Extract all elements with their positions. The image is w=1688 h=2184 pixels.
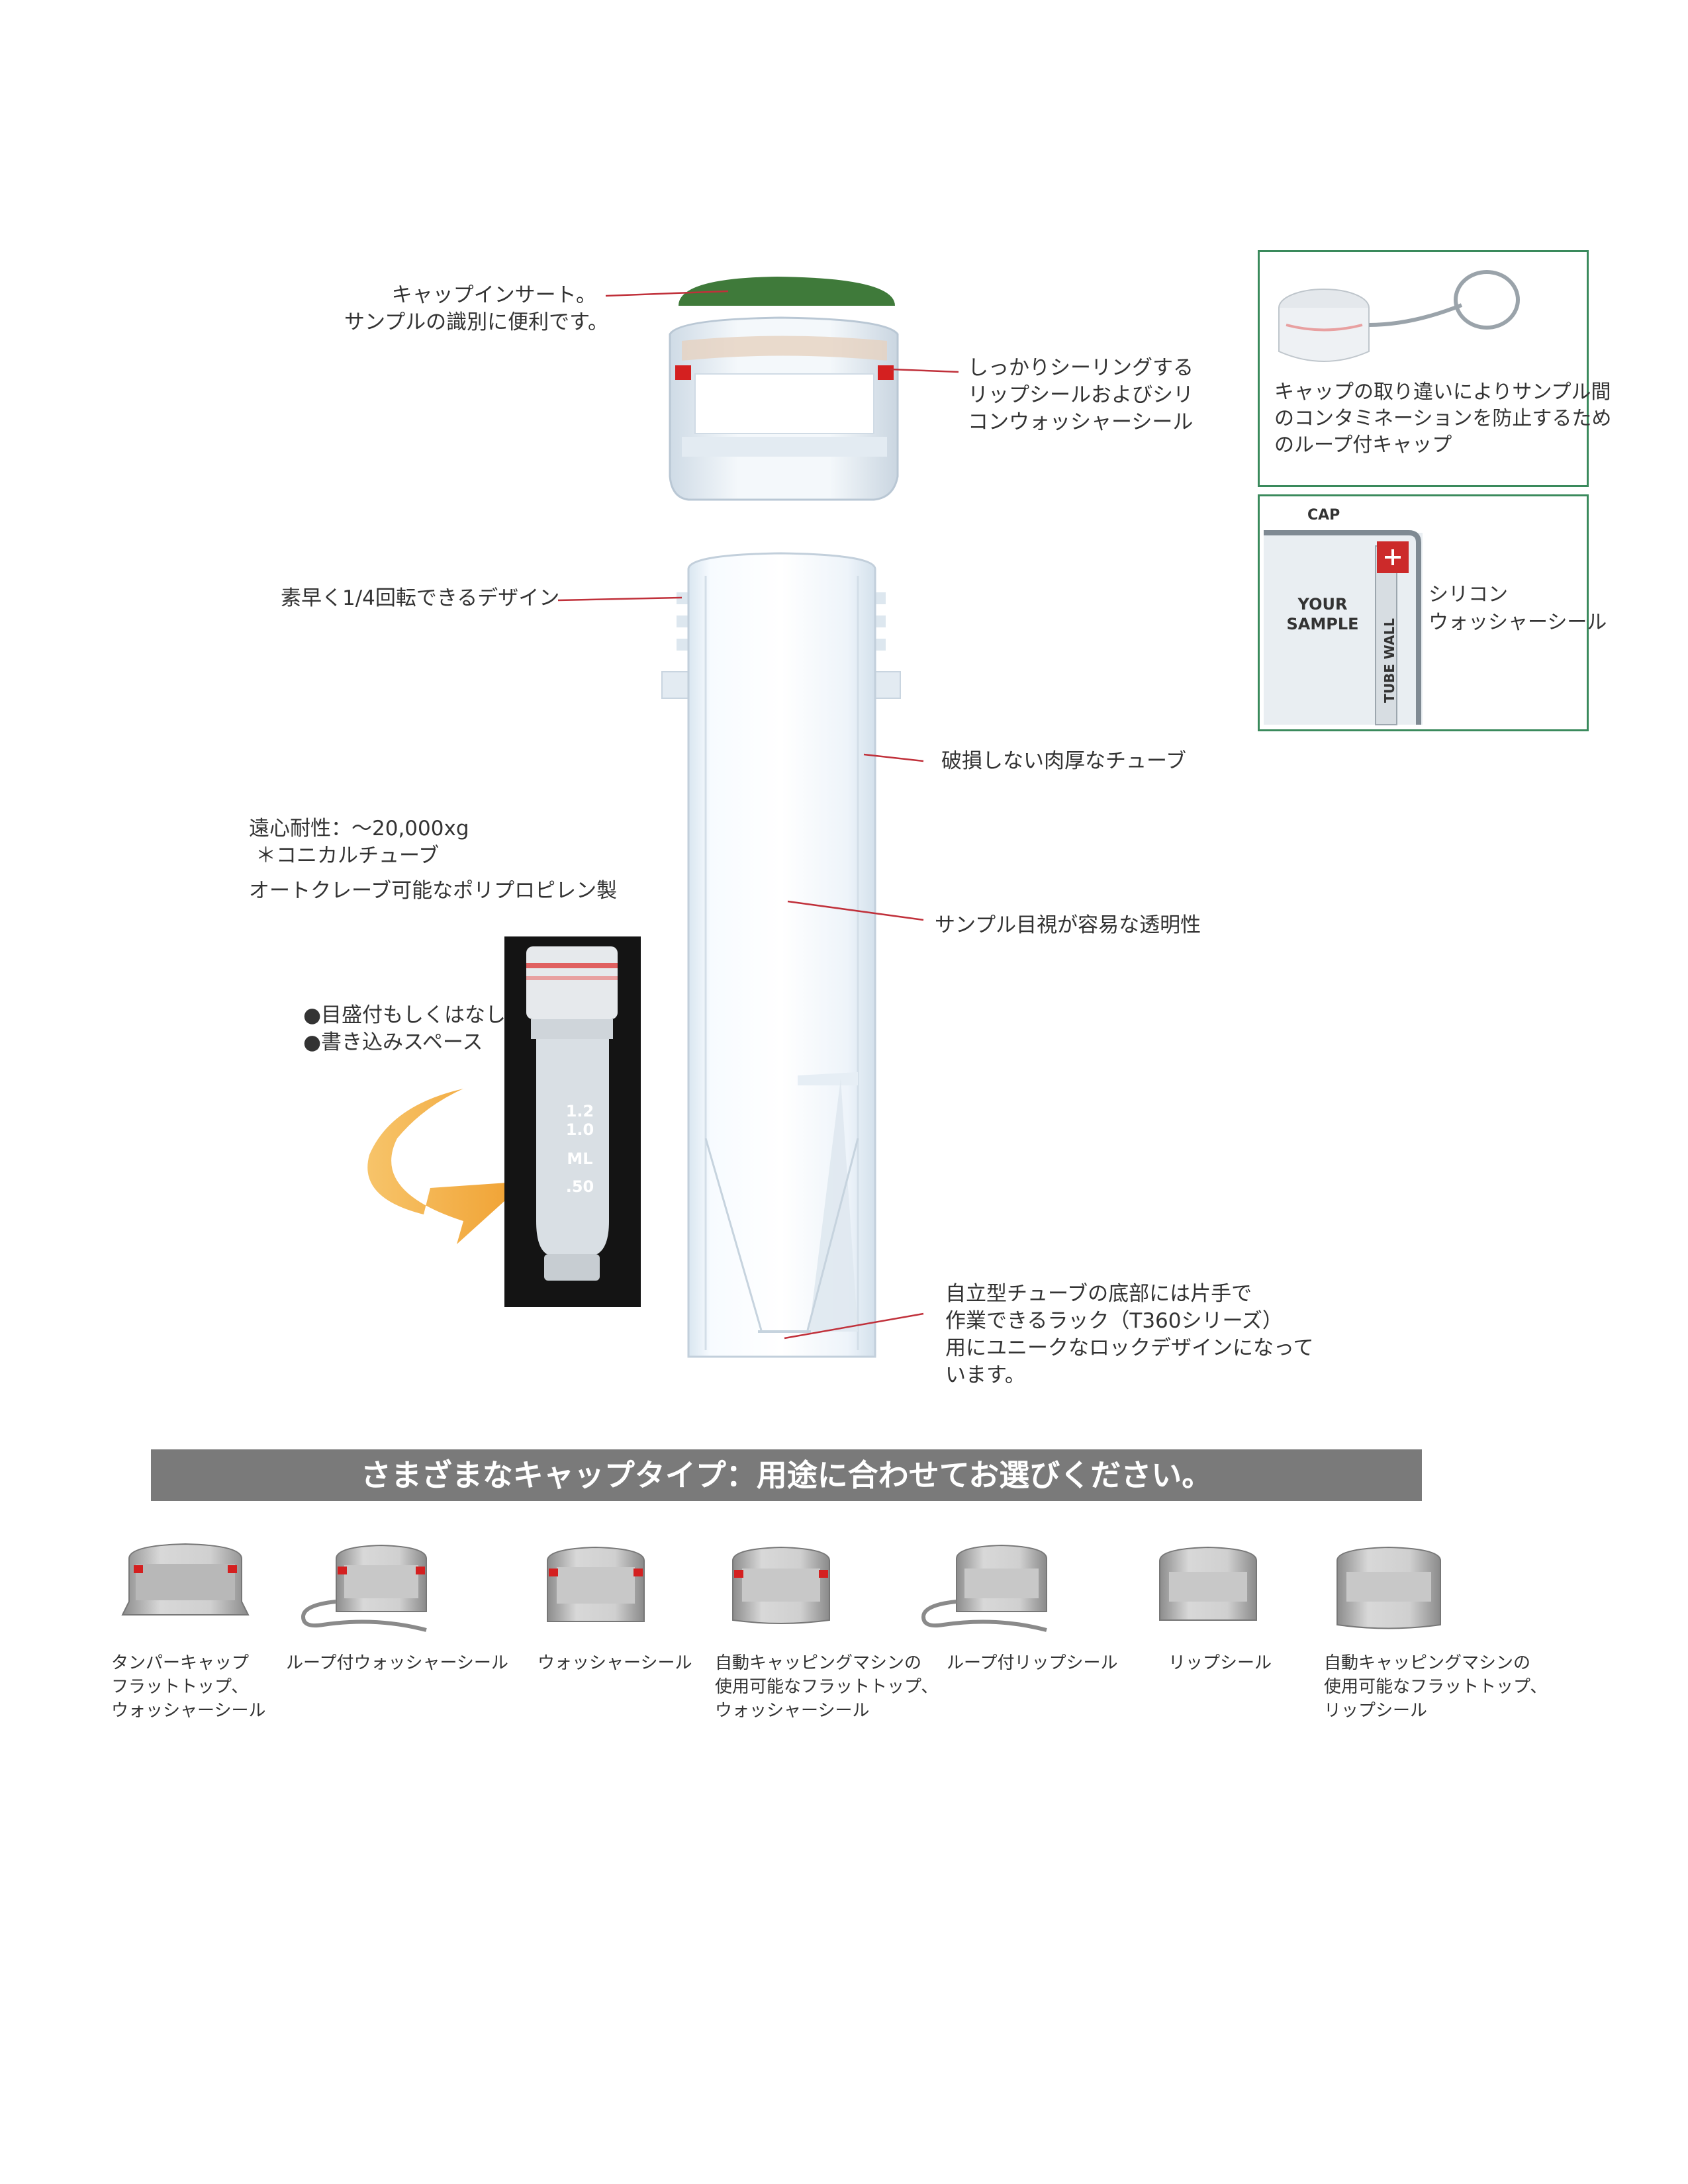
grad-ml: ML bbox=[567, 1150, 593, 1168]
exploded-cap bbox=[669, 316, 899, 501]
cap-type-auto-washer bbox=[725, 1542, 837, 1637]
cap-insert-disc bbox=[679, 277, 895, 306]
centrifuge-label: 遠心耐性：～20,000xg ＊コニカルチューブ bbox=[249, 817, 469, 868]
cap-type-washer bbox=[539, 1542, 652, 1637]
cap-seal-left bbox=[675, 365, 691, 380]
cap-caption-loop-lip: ループ付リップシール bbox=[947, 1653, 1118, 1673]
cap-caption-washer: ウォッシャーシール bbox=[538, 1653, 692, 1673]
self-standing-label: 自立型チューブの底部には片手で 作業できるラック（T360シリーズ） 用にユニー… bbox=[945, 1282, 1314, 1387]
tube-wall-text: TUBE WALL bbox=[1382, 618, 1397, 703]
cap-type-tamper bbox=[119, 1539, 252, 1634]
cap-type-loop-lip bbox=[917, 1539, 1062, 1647]
cap-caption-loop-washer: ループ付ウォッシャーシール bbox=[286, 1653, 508, 1673]
cap-seal-right bbox=[878, 365, 894, 380]
loop-caption-line-1: キャップの取り違いによりサンプル間 bbox=[1274, 381, 1611, 404]
cap-caption-tamper: タンパーキャップ フラットトップ、 ウォッシャーシール bbox=[111, 1653, 266, 1721]
feature-bullets: ●目盛付もしくはなし ●書き込みスペース bbox=[303, 1002, 506, 1056]
cap-insert-label: キャップインサート。 サンプルの識別に便利です。 bbox=[344, 283, 608, 334]
lip-seal-label: しっかりシーリングする リップシールおよびシリ コンウォッシャーシール bbox=[968, 356, 1194, 434]
your-sample-text: YOUR SAMPLE bbox=[1286, 594, 1359, 634]
bullet-writing-space: ●書き込みスペース bbox=[303, 1030, 483, 1054]
cap-text: CAP bbox=[1307, 507, 1340, 523]
cap-caption-auto-lip: 自動キャッピングマシンの 使用可能なフラットトップ、 リップシール bbox=[1324, 1653, 1548, 1721]
cap-caption-auto-washer: 自動キャッピングマシンの 使用可能なフラットトップ、 ウォッシャーシール bbox=[715, 1653, 939, 1721]
your-text: YOUR bbox=[1297, 595, 1348, 614]
tube-photo: 1.2 1.0 ML .50 bbox=[504, 936, 641, 1307]
sample-text: SAMPLE bbox=[1286, 615, 1359, 633]
bullet-graduation: ●目盛付もしくはなし bbox=[303, 1003, 506, 1027]
loop-caption-line-2: のコンタミネーションを防止するため bbox=[1274, 407, 1612, 430]
cap-type-lip bbox=[1152, 1542, 1264, 1637]
thick-tube-label: 破損しない肉厚なチューブ bbox=[941, 749, 1187, 773]
loop-caption-line-3: のループ付キャップ bbox=[1274, 433, 1452, 457]
orange-arrow bbox=[367, 1089, 526, 1244]
cap-type-loop-washer bbox=[297, 1539, 442, 1647]
quarter-turn-label: 素早く1/4回転できるデザイン bbox=[281, 586, 560, 610]
transparent-label: サンプル目視が容易な透明性 bbox=[935, 913, 1201, 937]
grad-1-2: 1.2 bbox=[565, 1102, 594, 1120]
inset-washer-seal: CAP YOUR SAMPLE TUBE WALL シリコン ウォッシャーシール bbox=[1258, 494, 1607, 731]
silicone-label: シリコン bbox=[1429, 583, 1508, 606]
inset-loop-cap: キャップの取り違いによりサンプル間 のコンタミネーションを防止するため のループ… bbox=[1258, 250, 1611, 487]
cap-types-banner: さまざまなキャップタイプ：用途に合わせてお選びください。 bbox=[151, 1449, 1422, 1501]
autoclave-label: オートクレーブ可能なポリプロピレン製 bbox=[249, 879, 618, 903]
exploded-tube bbox=[661, 552, 901, 1358]
grad-1-0: 1.0 bbox=[565, 1120, 594, 1139]
washer-seal-label: ウォッシャーシール bbox=[1429, 611, 1607, 634]
cap-caption-lip: リップシール bbox=[1168, 1653, 1272, 1673]
grad-0-50: .50 bbox=[565, 1177, 594, 1196]
cap-type-auto-lip bbox=[1329, 1542, 1448, 1644]
